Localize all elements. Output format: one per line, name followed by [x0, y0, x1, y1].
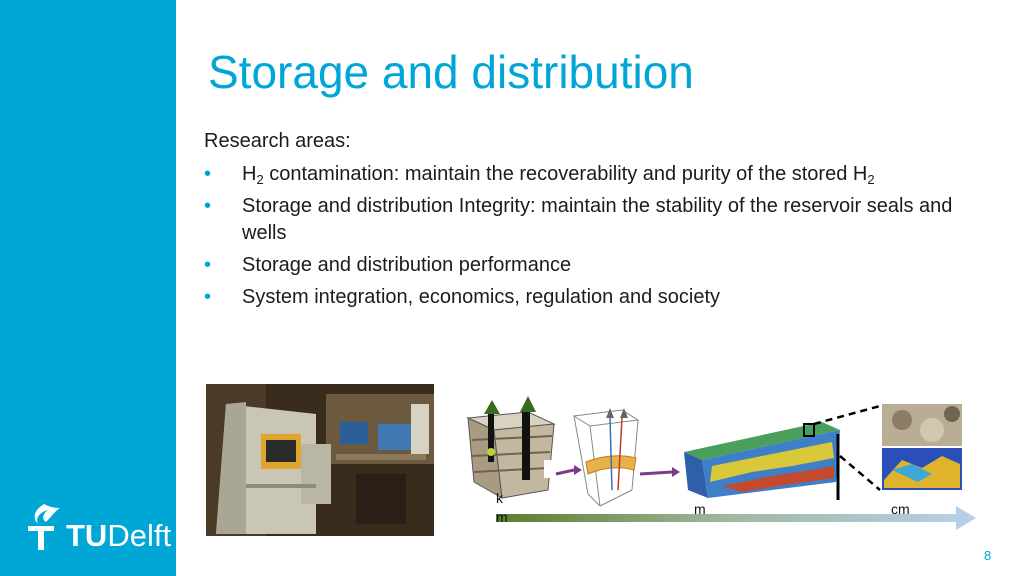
bullet-item-integrity: Storage and distribution Integrity: main…	[204, 193, 994, 247]
scale-label-m: m	[694, 501, 706, 517]
zoom-lines	[813, 404, 881, 491]
tudelft-logo: TUDelft	[22, 502, 171, 552]
intro-text: Research areas:	[204, 130, 351, 152]
sidebar-band: TUDelft	[0, 0, 176, 576]
scale-label-km-k: k	[496, 490, 503, 506]
rock-sample-images	[882, 404, 962, 490]
flame-icon	[28, 504, 60, 550]
scale-label-cm: cm	[891, 501, 910, 517]
lab-equipment-photo	[206, 384, 434, 536]
reservoir-block	[466, 396, 556, 499]
logo-wordmark: TUDelft	[66, 518, 172, 553]
page-number: 8	[984, 548, 992, 563]
scale-arrow	[496, 506, 976, 530]
wireframe-cube	[572, 408, 640, 507]
scale-label-km-m: m	[496, 509, 508, 525]
slide-content: Research areas: H2 contamination: mainta…	[204, 128, 994, 316]
connector-arrows	[555, 465, 680, 477]
multiscale-diagram	[466, 396, 976, 530]
bullet-item-performance: Storage and distribution performance	[204, 252, 994, 279]
bullet-item-system-integration: System integration, economics, regulatio…	[204, 284, 994, 311]
permeability-slab	[684, 422, 840, 500]
bullet-list: H2 contamination: maintain the recoverab…	[204, 161, 994, 311]
bullet-item-contamination: H2 contamination: maintain the recoverab…	[204, 161, 994, 188]
slide-title: Storage and distribution	[208, 46, 694, 98]
